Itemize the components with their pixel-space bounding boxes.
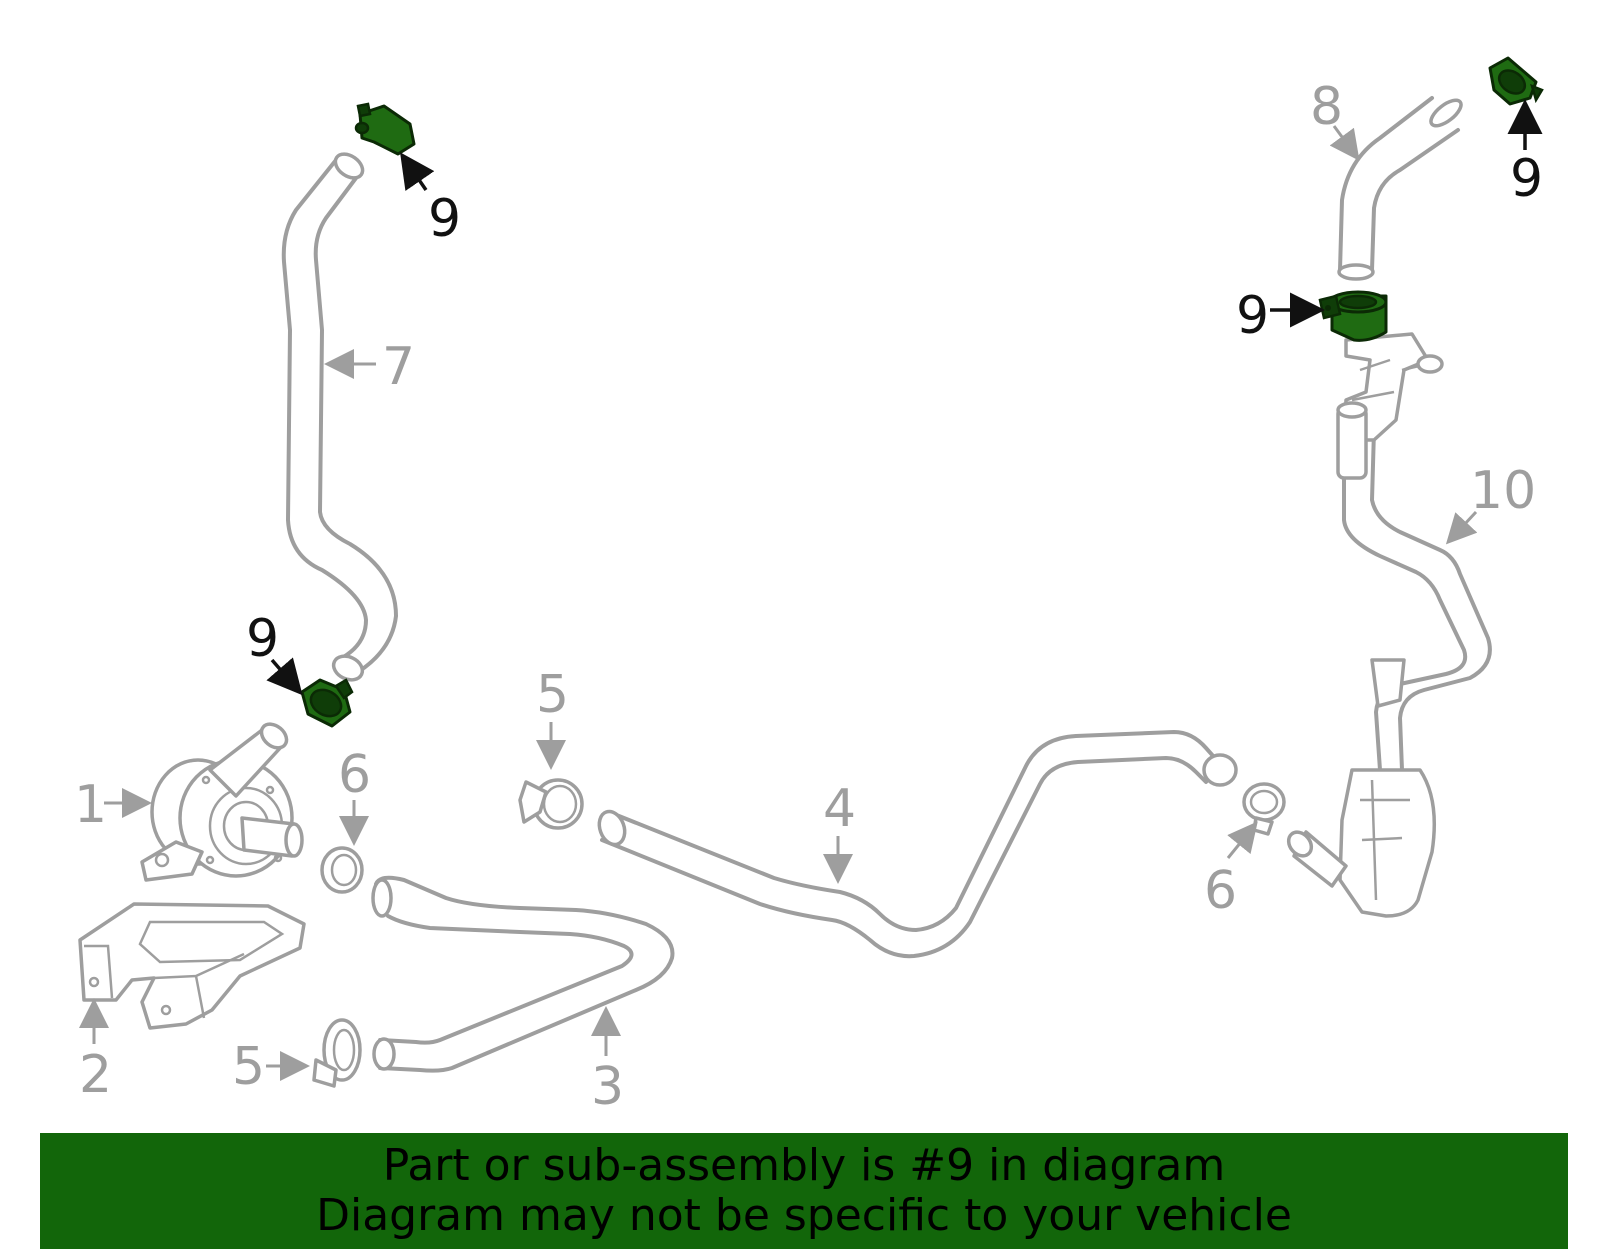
label-part-3: 3	[591, 1057, 624, 1117]
clamp-part-6-right	[1242, 782, 1286, 836]
label-part-7: 7	[382, 337, 415, 397]
water-pump-part-1	[140, 722, 304, 882]
clamp-part-9-upper-right	[1488, 56, 1544, 106]
hose-part-8	[1337, 96, 1463, 281]
label-part-8: 8	[1310, 77, 1343, 137]
clamp-part-5-bottom	[312, 1018, 362, 1088]
clamp-part-6-left	[320, 846, 364, 894]
pipe-part-10	[1286, 332, 1492, 918]
label-part-5-bottom: 5	[232, 1037, 265, 1097]
clamp-part-5-top	[518, 778, 584, 830]
label-part-4: 4	[823, 779, 856, 839]
label-part-10: 10	[1470, 461, 1536, 521]
clamp-part-9-lower-left	[300, 678, 354, 728]
label-part-9-b: 9	[246, 609, 279, 669]
label-part-5-top: 5	[536, 665, 569, 725]
hose-part-3	[371, 875, 675, 1073]
label-part-9-d: 9	[1236, 286, 1269, 346]
hose-part-4	[597, 730, 1238, 959]
label-part-6-right: 6	[1204, 861, 1237, 921]
hose-part-7	[281, 152, 398, 682]
banner-line-1: Part or sub-assembly is #9 in diagram	[382, 1140, 1226, 1191]
leader-lines	[79, 99, 1543, 1081]
label-part-2: 2	[79, 1045, 112, 1105]
label-part-1: 1	[74, 775, 107, 835]
bracket-part-2	[78, 902, 306, 1030]
clamp-part-9-upper-left	[354, 102, 416, 156]
clamp-part-9-right-middle	[1318, 290, 1388, 342]
label-part-9-a: 9	[428, 189, 461, 249]
info-banner: Part or sub-assembly is #9 in diagram Di…	[40, 1133, 1568, 1249]
banner-line-2: Diagram may not be specific to your vehi…	[316, 1190, 1292, 1241]
label-part-6-left: 6	[338, 745, 371, 805]
label-part-9-c: 9	[1510, 149, 1543, 209]
